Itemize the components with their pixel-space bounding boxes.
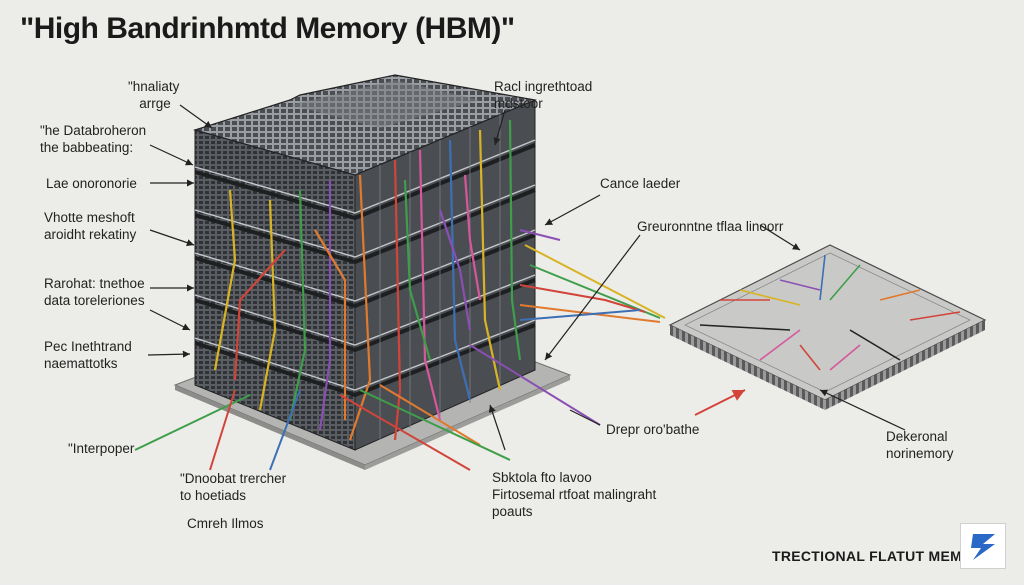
- label-greuronne: Greuronntne tflaa linoorr: [637, 219, 784, 234]
- label-cance: Cance laeder: [600, 176, 681, 191]
- label-drepr: Drepr oro'bathe: [606, 422, 700, 437]
- brand-name: TRECTIONAL FLATUT MEMO: [772, 548, 974, 564]
- label-pec: Pec Inethtrand naemattotks: [44, 339, 132, 371]
- label-top-array: "hnaliaty arrge: [128, 79, 180, 111]
- brand-logo: [960, 523, 1006, 569]
- hbm-die-stack: [192, 74, 538, 451]
- signal-arrow: [694, 389, 746, 416]
- lightning-logo-icon: [971, 534, 995, 560]
- processor-chip: [668, 244, 987, 410]
- label-dekerenal: Dekeronal norinemory: [886, 429, 954, 461]
- signal-lines: [134, 229, 666, 471]
- label-vhotte: Vhotte meshoft aroidht rekatiny: [44, 210, 137, 242]
- label-interposer: "Interpoper: [68, 441, 135, 456]
- leader-lines: [147, 104, 906, 451]
- label-top-right: Racl ingrethtoad mdstoor: [494, 79, 593, 111]
- label-cmreh: Cmreh Ilmos: [187, 516, 264, 531]
- label-rarohat: Rarohat: tnethoe data toreleriones: [44, 276, 145, 308]
- tsv-wires: [213, 119, 522, 441]
- label-lae: Lae onoronorie: [46, 176, 137, 191]
- label-dnoobat: "Dnoobat trercher to hoetiads: [180, 471, 287, 503]
- page-title: "High Bandrinhmtd Memory (HBM)": [20, 12, 515, 45]
- label-sbktola: Sbktola fto lavoo Firtosemal rtfoat mali…: [492, 470, 657, 519]
- label-data-location: "he Databroheron the babbeating:: [40, 123, 147, 155]
